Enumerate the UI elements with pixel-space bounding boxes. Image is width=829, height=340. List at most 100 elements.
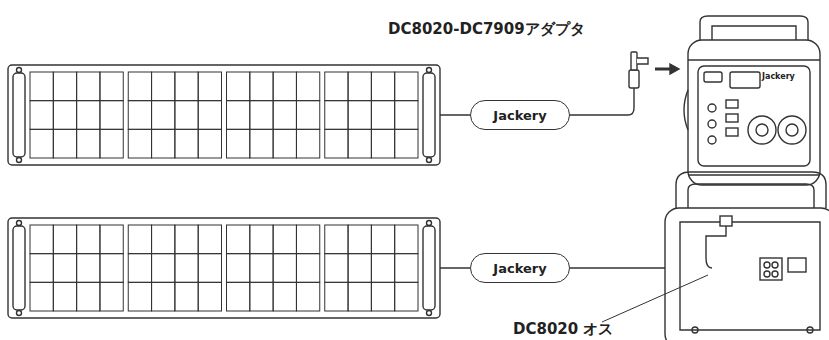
solar-cell (395, 282, 418, 311)
solar-cell (198, 72, 221, 101)
solar-cell (395, 225, 418, 254)
solar-cell (325, 72, 348, 101)
adapter (629, 52, 679, 88)
solar-cell (53, 129, 76, 158)
solar-cell (296, 101, 319, 130)
solar-cell (53, 225, 76, 254)
solar-cell (77, 72, 100, 101)
solar-cell (273, 225, 296, 254)
solar-cell (227, 282, 250, 311)
solar-cell (128, 282, 151, 311)
solar-cell (348, 282, 371, 311)
solar-cell (371, 254, 394, 283)
solar-panel (8, 65, 440, 165)
solar-cell (296, 254, 319, 283)
panel-hole (17, 221, 22, 226)
panel-hole (427, 311, 432, 316)
solar-cell (348, 101, 371, 130)
solar-cell (77, 101, 100, 130)
solar-cell (325, 282, 348, 311)
cable-box: Jackery (470, 100, 570, 130)
solar-cell (175, 129, 198, 158)
solar-cell (395, 101, 418, 130)
solar-cell (77, 282, 100, 311)
solar-cell (296, 72, 319, 101)
solar-cell (273, 101, 296, 130)
panel-hole (17, 311, 22, 316)
solar-cell (30, 282, 53, 311)
solar-cell (273, 129, 296, 158)
solar-cell (371, 72, 394, 101)
panel-hole (17, 158, 22, 163)
solar-cell (273, 282, 296, 311)
solar-cell (30, 129, 53, 158)
solar-panel (8, 218, 440, 318)
solar-cell (227, 225, 250, 254)
solar-cell (250, 101, 273, 130)
solar-cell (371, 129, 394, 158)
solar-cell (30, 225, 53, 254)
solar-cell (395, 254, 418, 283)
solar-cell (325, 254, 348, 283)
solar-cell (250, 282, 273, 311)
solar-cell (348, 225, 371, 254)
solar-cell (273, 254, 296, 283)
solar-cell (152, 72, 175, 101)
solar-cell (227, 129, 250, 158)
solar-cell (296, 282, 319, 311)
solar-cell (325, 101, 348, 130)
solar-cell (371, 282, 394, 311)
solar-cell (227, 72, 250, 101)
solar-cell (250, 72, 273, 101)
brand-text: Jackery (493, 108, 546, 123)
solar-cell (348, 129, 371, 158)
solar-cell (53, 72, 76, 101)
solar-cell (30, 254, 53, 283)
solar-cell (152, 129, 175, 158)
solar-cell (77, 129, 100, 158)
power-station-back (665, 172, 829, 340)
solar-cell (128, 129, 151, 158)
solar-cell (30, 72, 53, 101)
panel-hole (17, 68, 22, 73)
solar-cell (198, 225, 221, 254)
power-station-front (684, 16, 820, 185)
solar-cell (395, 72, 418, 101)
solar-cell (128, 225, 151, 254)
solar-cell (152, 101, 175, 130)
solar-cell (348, 254, 371, 283)
solar-cell (250, 129, 273, 158)
solar-cell (128, 101, 151, 130)
solar-cell (296, 129, 319, 158)
solar-cell (198, 129, 221, 158)
brand-logo: Jackery (762, 72, 795, 81)
solar-cell (152, 254, 175, 283)
solar-cell (325, 225, 348, 254)
panel-frame (13, 73, 25, 157)
solar-cell (250, 254, 273, 283)
solar-cell (175, 254, 198, 283)
solar-cell (100, 72, 123, 101)
solar-cell (273, 72, 296, 101)
solar-cell (100, 282, 123, 311)
panel-hole (427, 158, 432, 163)
solar-cell (100, 101, 123, 130)
solar-cell (395, 129, 418, 158)
solar-cell (371, 101, 394, 130)
solar-panels (8, 65, 440, 318)
solar-cell (152, 282, 175, 311)
panel-hole (427, 221, 432, 226)
solar-cell (77, 225, 100, 254)
solar-cell (348, 72, 371, 101)
solar-cell (53, 254, 76, 283)
solar-cell (371, 225, 394, 254)
leader-line (602, 275, 708, 322)
solar-cell (175, 101, 198, 130)
solar-cell (296, 225, 319, 254)
panel-frame (423, 226, 435, 310)
solar-cell (250, 225, 273, 254)
solar-cell (53, 101, 76, 130)
solar-cell (325, 129, 348, 158)
solar-cell (175, 72, 198, 101)
